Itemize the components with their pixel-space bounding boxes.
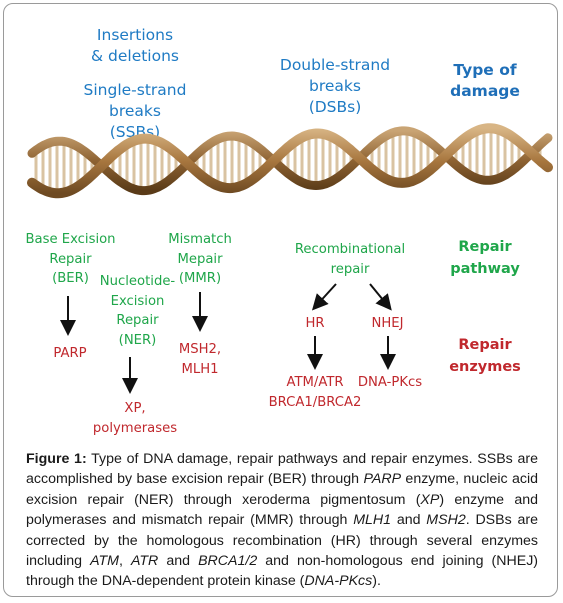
label-single-strand-breaks: Single-strand breaks (SSBs) bbox=[83, 81, 187, 141]
caption-segment: , bbox=[118, 553, 131, 570]
caption-segment: MSH2 bbox=[426, 512, 466, 529]
label-insertions-deletions: Insertions & deletions bbox=[91, 26, 179, 65]
arrow-recomb-to-nhej bbox=[369, 283, 392, 311]
label-atm-atr-brca: ATM/ATR BRCA1/BRCA2 bbox=[268, 375, 362, 410]
caption-segment: enzyme, nucleic acid excision repair (NE… bbox=[26, 471, 539, 508]
arrows-layer bbox=[60, 283, 396, 394]
label-repair-enzymes: Repair enzymes bbox=[449, 337, 521, 375]
caption-segment: . DSBs are corrected by the homologous r… bbox=[26, 512, 538, 570]
caption-segment: MLH1 bbox=[353, 512, 392, 529]
helix-strand-back bbox=[27, 126, 553, 196]
caption-segment: and bbox=[158, 553, 199, 570]
label-base-excision-repair: Base Excision Repair (BER) bbox=[25, 232, 116, 286]
caption-segment: ATR bbox=[130, 553, 159, 570]
label-nucleotide-excision-repair: Nucleotide- Excision Repair (NER) bbox=[99, 274, 176, 348]
caption-heading: Figure 1: bbox=[26, 451, 87, 467]
arrow-recomb-to-hr bbox=[311, 283, 337, 311]
label-nhej: NHEJ bbox=[371, 316, 404, 331]
caption-segment: XP bbox=[420, 491, 440, 508]
label-repair-pathway: Repair pathway bbox=[450, 239, 520, 277]
caption-segment: Type of DNA damage, repair pathways and … bbox=[26, 451, 538, 488]
caption-segment: ). bbox=[372, 573, 381, 590]
label-type-of-damage: Type of damage bbox=[450, 61, 520, 100]
label-hr: HR bbox=[305, 316, 325, 331]
label-mismatch-repair: Mismatch Mepair (MMR) bbox=[168, 232, 232, 286]
caption-segment: DNA-PKcs bbox=[304, 573, 373, 590]
label-recombinational-repair: Recombinational repair bbox=[294, 242, 406, 277]
figure-caption: Figure 1: Type of DNA damage, repair pat… bbox=[26, 449, 538, 592]
caption-segment: and non-homologous end joining (NHEJ) th… bbox=[26, 553, 539, 590]
caption-segment: BRCA1/2 bbox=[198, 553, 258, 570]
figure-frame bbox=[3, 3, 558, 597]
caption-body: Type of DNA damage, repair pathways and … bbox=[26, 451, 538, 589]
caption-segment: ) enzyme and polymerases and mismatch re… bbox=[26, 491, 538, 529]
caption-segment: PARP bbox=[363, 471, 402, 488]
caption-segment: and bbox=[391, 512, 427, 529]
label-msh2-mlh1: MSH2, MLH1 bbox=[178, 342, 222, 377]
helix-strand-front bbox=[27, 123, 553, 199]
caption-segment: ATM bbox=[90, 553, 119, 570]
label-parp: PARP bbox=[53, 346, 87, 361]
label-xp-polymerases: XP, polymerases bbox=[92, 401, 178, 436]
dna-helix bbox=[27, 123, 553, 199]
label-double-strand-breaks: Double-strand breaks (DSBs) bbox=[279, 56, 391, 116]
label-dna-pkcs: DNA-PKcs bbox=[357, 375, 423, 390]
